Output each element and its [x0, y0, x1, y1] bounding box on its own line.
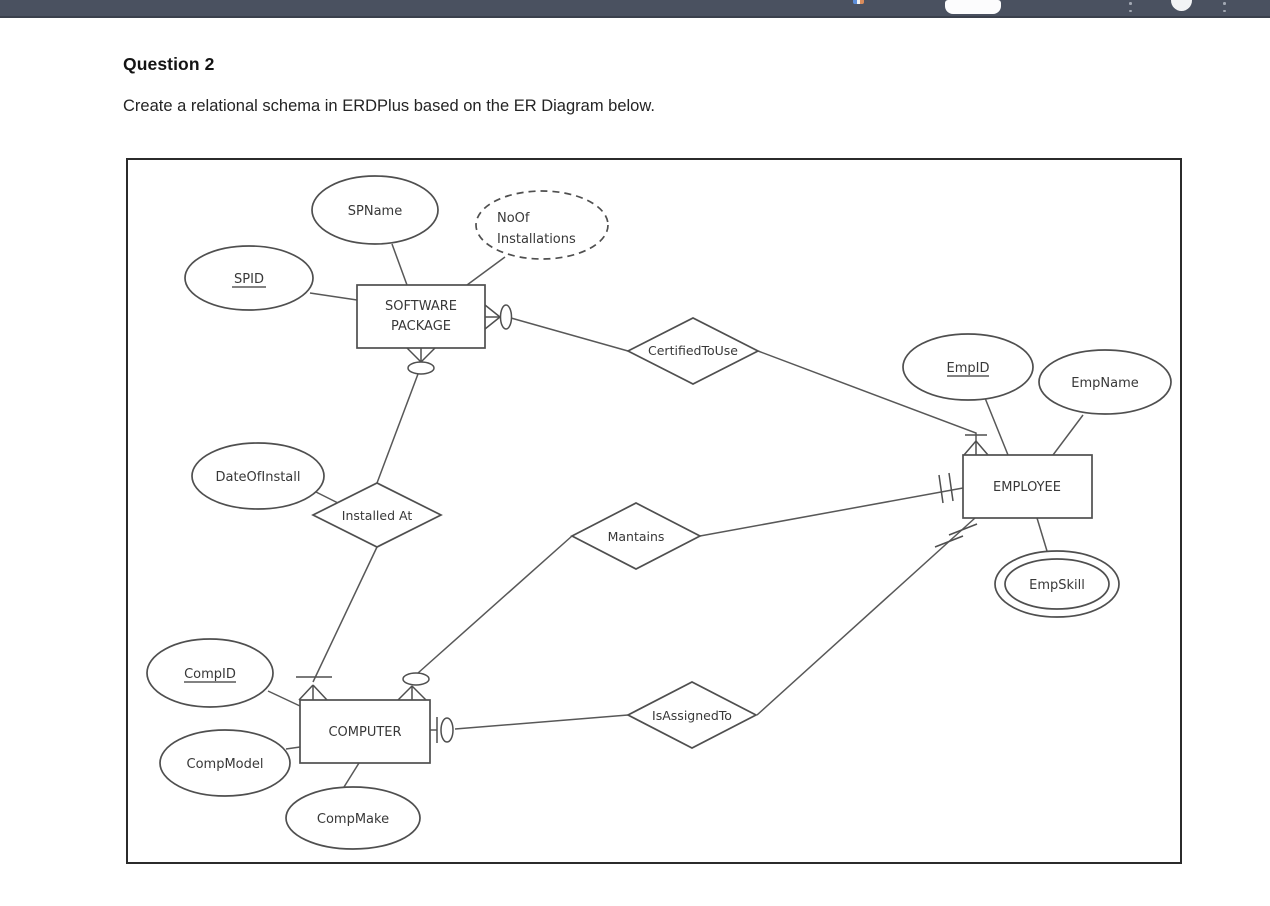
entity-software-package: SOFTWARE PACKAGE — [356, 284, 486, 349]
question-instruction: Create a relational schema in ERDPlus ba… — [123, 97, 655, 115]
connector-lines — [267, 243, 1084, 788]
attribute-compid-key: CompID — [146, 638, 274, 708]
attribute-label: SPID — [234, 272, 264, 287]
attribute-label: EmpSkill — [1029, 578, 1085, 593]
overflow-dots-icon[interactable] — [1129, 2, 1132, 12]
attribute-label: NoOf — [497, 211, 530, 226]
er-diagram-frame: SOFTWARE PACKAGE EMPLOYEE COMPUTER SPNam… — [126, 158, 1182, 864]
attribute-compmake: CompMake — [285, 786, 421, 850]
entity-label: COMPUTER — [328, 725, 401, 740]
attribute-empname: EmpName — [1038, 349, 1172, 415]
attribute-label: DateOfInstall — [215, 470, 300, 485]
cardinality-computer-isassigned-bar-ring — [436, 717, 454, 743]
attribute-spid-key: SPID — [184, 245, 314, 311]
attribute-label: CompModel — [187, 757, 264, 772]
cardinality-sp-certified-crowfoot-ring — [484, 304, 513, 330]
relationship-label: Installed At — [342, 508, 413, 523]
relationship-label: Mantains — [608, 529, 665, 544]
entity-label: SOFTWARE — [385, 299, 457, 314]
page-indicator-pill[interactable] — [945, 0, 1001, 14]
attribute-label: CompMake — [317, 812, 389, 827]
cardinality-employee-mantains-double-bar — [938, 472, 954, 504]
overflow-dots-icon[interactable] — [1223, 2, 1226, 12]
entity-employee: EMPLOYEE — [962, 454, 1093, 519]
cardinality-employee-isassigned-double-bar — [934, 523, 978, 548]
entity-label: EMPLOYEE — [993, 480, 1061, 495]
attribute-spname: SPName — [311, 175, 439, 245]
attribute-date-of-install: DateOfInstall — [191, 442, 325, 510]
relationship-certified-to-use: CertifiedToUse — [626, 317, 760, 385]
relationship-label: IsAssignedTo — [652, 708, 732, 723]
cardinality-sp-installedat-crowfoot-ring — [406, 347, 436, 375]
attribute-empskill-multivalued: EmpSkill — [994, 550, 1120, 618]
attribute-empid-key: EmpID — [902, 333, 1034, 401]
attribute-label: EmpName — [1071, 376, 1138, 391]
attribute-compmodel: CompModel — [159, 729, 291, 797]
relationship-is-assigned-to: IsAssignedTo — [626, 681, 758, 749]
er-diagram: SOFTWARE PACKAGE EMPLOYEE COMPUTER SPNam… — [146, 175, 1172, 850]
attribute-label: EmpID — [947, 361, 990, 376]
viewer-toolbar — [0, 0, 1270, 18]
question-heading: Question 2 — [123, 54, 215, 74]
cardinality-computer-installedat-bar-crowfoot — [296, 676, 332, 701]
relationship-label: CertifiedToUse — [648, 343, 738, 358]
entity-label: PACKAGE — [391, 319, 451, 334]
help-circle-button[interactable] — [1171, 0, 1192, 11]
favicon-icon — [853, 0, 864, 4]
attribute-label: CompID — [184, 667, 236, 682]
relationship-installed-at: Installed At — [311, 482, 443, 548]
attribute-label: SPName — [348, 204, 402, 219]
relationship-mantains: Mantains — [570, 502, 702, 570]
cardinality-employee-certified-bar-crowfoot — [963, 434, 989, 456]
cardinality-computer-mantains-ring-crowfoot — [397, 672, 430, 701]
attribute-noof-installations-derived: NoOf Installations — [475, 190, 609, 260]
entity-computer: COMPUTER — [299, 699, 431, 764]
attribute-label: Installations — [497, 232, 576, 247]
